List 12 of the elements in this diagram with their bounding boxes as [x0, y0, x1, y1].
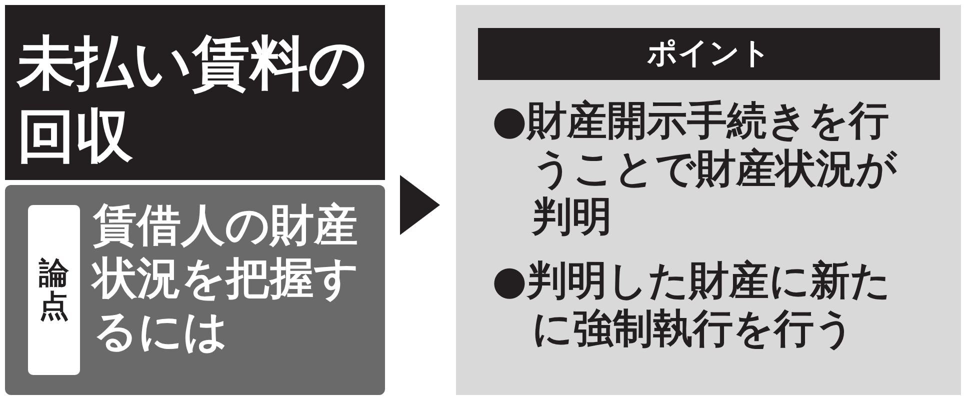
header-bar [478, 28, 940, 80]
header-text: ポイント [646, 35, 772, 73]
point-panel [456, 5, 961, 395]
tag-label: 論点 [38, 255, 70, 326]
arrow [400, 175, 440, 235]
issue-text: 賃借人の財産状況を把握するには [93, 200, 378, 358]
title: 未払い賃料の回収 [17, 28, 368, 172]
title-panel [5, 5, 385, 180]
bullet-text: ●判明した財産に新たに強制執行を行う [492, 257, 892, 353]
tag-box [28, 205, 80, 375]
bullet-text: ●財産開示手続きを行うことで財産状況が判明 [492, 97, 898, 241]
issue-panel [5, 185, 385, 395]
